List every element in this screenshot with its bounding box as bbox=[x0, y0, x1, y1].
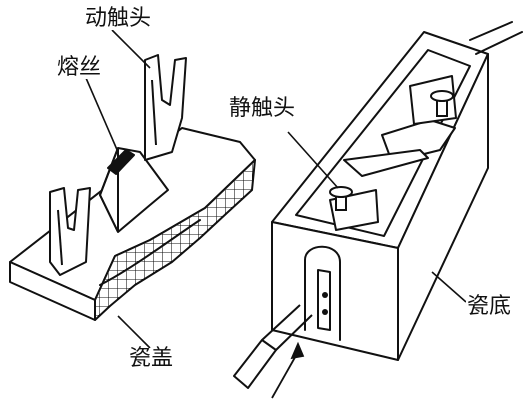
leader-moving-contact bbox=[111, 29, 151, 69]
porcelain-base-label: 瓷底 bbox=[466, 294, 513, 319]
static-contacts bbox=[329, 90, 454, 211]
fuse-band bbox=[107, 149, 135, 175]
incoming-wire bbox=[233, 304, 313, 389]
porcelain-cover-label: 瓷盖 bbox=[128, 346, 175, 371]
cover-cut-section bbox=[94, 159, 256, 321]
insert-arrow bbox=[271, 341, 305, 399]
leader-fuse-wire bbox=[85, 77, 119, 153]
fuse-wire bbox=[99, 147, 169, 233]
fuse-wire-label: 熔丝 bbox=[56, 55, 103, 80]
leader-porcelain-base bbox=[431, 271, 467, 303]
static-contact-label: 静触头 bbox=[228, 96, 297, 121]
leader-static-contact bbox=[287, 131, 339, 189]
moving-contact-front bbox=[49, 187, 91, 276]
moving-contact-rear bbox=[144, 54, 187, 161]
leader-porcelain-cover bbox=[117, 315, 151, 349]
moving-contact-label: 动触头 bbox=[84, 6, 153, 31]
